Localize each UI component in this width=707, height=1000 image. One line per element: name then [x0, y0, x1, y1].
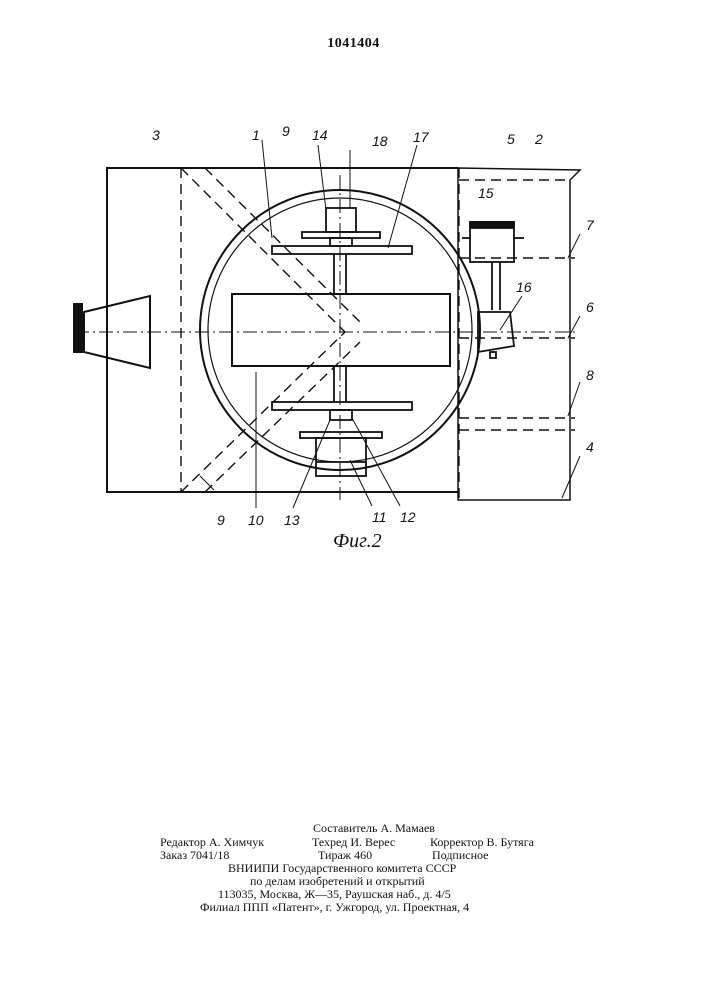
- branch-line: Филиал ППП «Патент», г. Ужгород, ул. Про…: [200, 901, 469, 914]
- compiler-line: Составитель А. Мамаев: [313, 822, 435, 835]
- order-line: Заказ 7041/18: [160, 849, 229, 862]
